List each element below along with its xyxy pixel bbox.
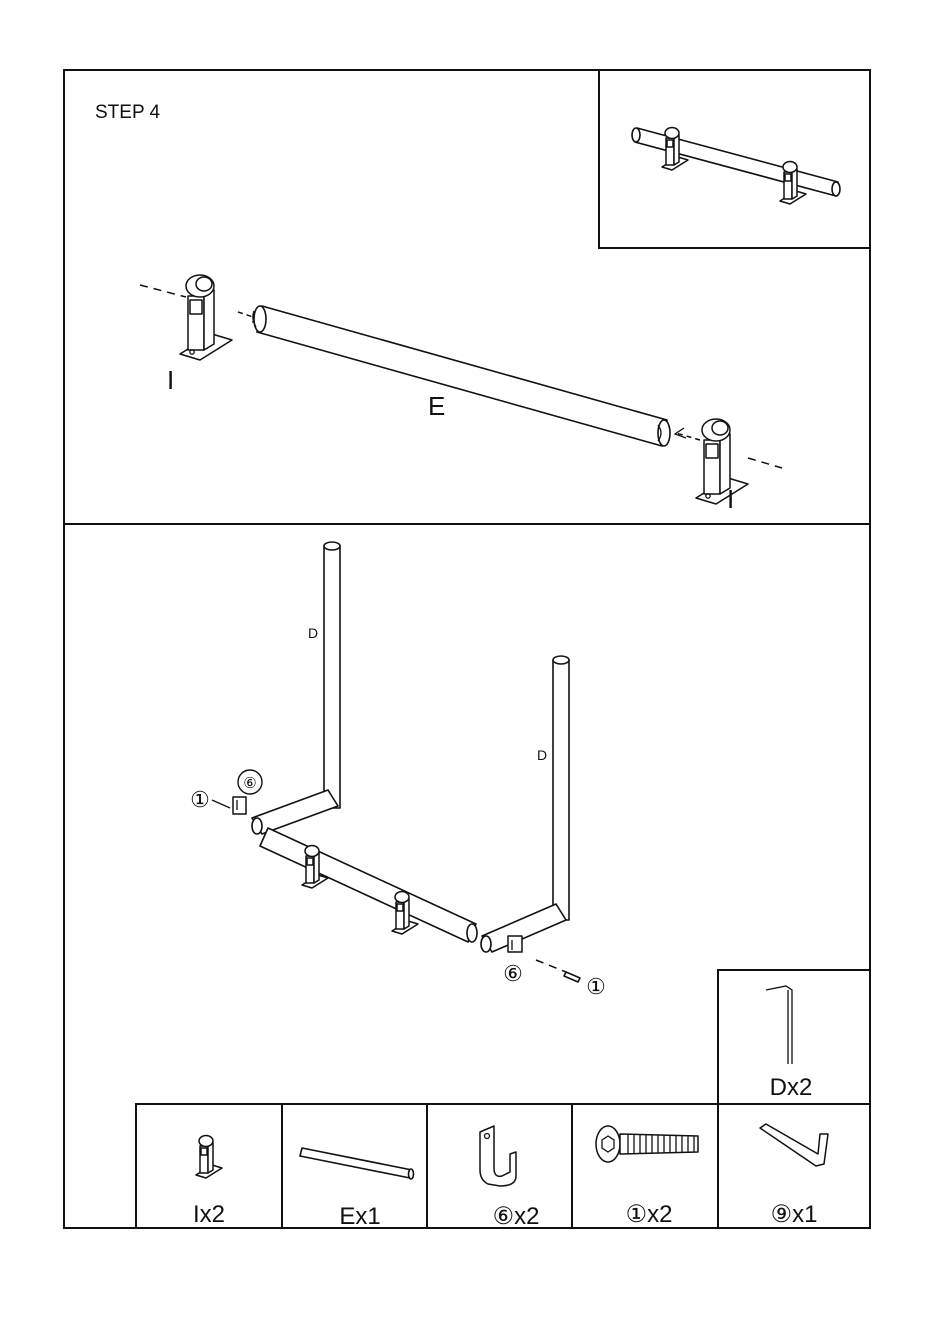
base-tube — [260, 828, 477, 942]
callout-bolt-left: ① — [190, 787, 210, 812]
callout-hook-left: ⑥ — [243, 775, 256, 792]
upright-right-label: D — [537, 747, 547, 763]
allen-key-icon — [760, 1124, 828, 1166]
bolt-left — [212, 800, 230, 808]
callout-bolt-right: ① — [586, 974, 606, 999]
parts-label-bolt: ①x2 — [626, 1201, 673, 1228]
parts-label-upright: Dx2 — [770, 1074, 813, 1101]
parts-label-bracket: Ix2 — [193, 1201, 225, 1228]
bolt-right — [564, 972, 580, 982]
bolt-guide-right — [536, 960, 566, 972]
step-title: STEP 4 — [95, 102, 161, 123]
callout-hook-right: ⑥ — [503, 961, 523, 986]
inset-preview — [599, 70, 870, 248]
upright-right — [481, 656, 569, 952]
upright-left — [252, 542, 340, 834]
guide-line-left — [140, 285, 186, 297]
bolt-icon — [596, 1126, 698, 1162]
hook-icon — [480, 1126, 516, 1186]
upright-left-label: D — [308, 625, 318, 641]
bracket-right — [696, 419, 748, 504]
hook-left — [233, 797, 246, 814]
parts-cell-upright: Dx2 — [718, 970, 870, 1104]
bracket-right-label: I — [727, 484, 734, 514]
bracket-icon — [196, 1136, 222, 1179]
guide-line-right — [748, 458, 782, 468]
hook-right — [508, 936, 522, 952]
bracket-left-label: I — [167, 365, 174, 395]
tube-icon — [300, 1148, 414, 1179]
tube-label: E — [428, 391, 445, 421]
diagram-frame — [64, 70, 870, 1228]
tube-e — [253, 306, 670, 446]
bracket-left — [180, 275, 232, 360]
insert-arrow-right — [676, 433, 700, 440]
parts-label-allen-key: ⑨x1 — [771, 1201, 818, 1228]
parts-label-hook: ⑥x2 — [493, 1203, 540, 1230]
parts-label-tube: Ex1 — [339, 1203, 380, 1230]
